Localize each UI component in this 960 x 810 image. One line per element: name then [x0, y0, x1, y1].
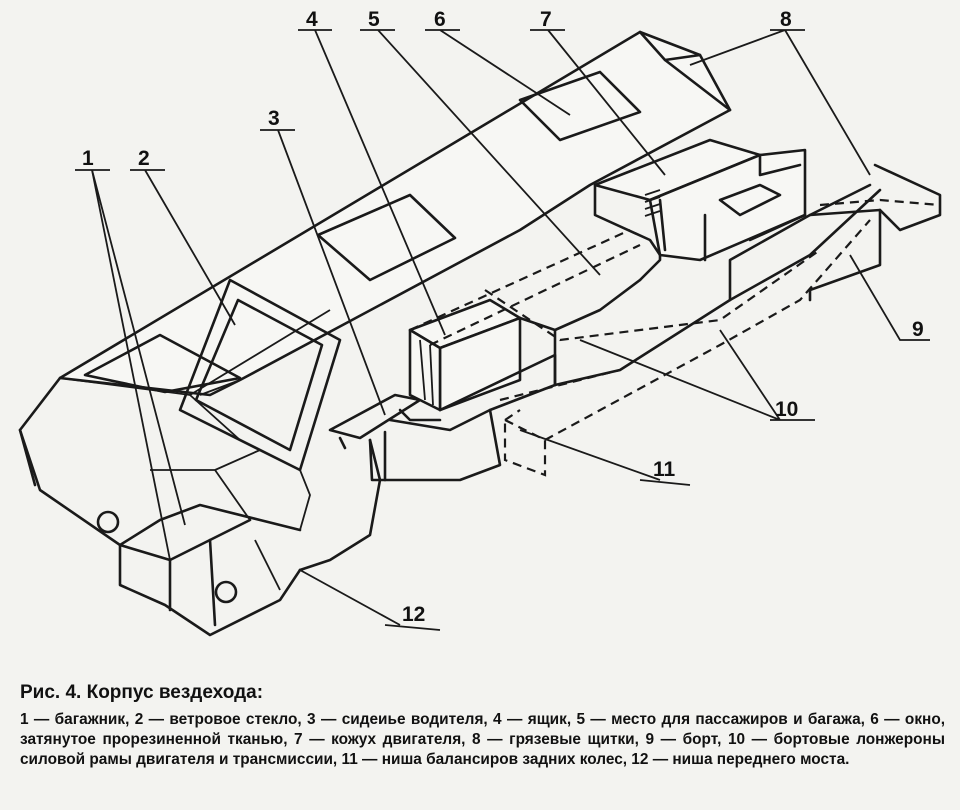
driver-seat: [328, 393, 422, 482]
rear-balancer-niche: [503, 409, 547, 477]
windshield: [178, 278, 342, 472]
callout-2: 2: [138, 147, 150, 170]
callout-9: 9: [912, 318, 924, 341]
hull-outline: [18, 30, 732, 637]
callout-labels: 1 2 3 4 5 6 7 8 9 10 11 12: [82, 8, 924, 626]
figure-caption: Рис. 4. Корпус вездехода: 1 — багажник, …: [20, 682, 945, 770]
side-board: [728, 163, 942, 302]
callout-12: 12: [402, 603, 425, 626]
leader-lines: [75, 29, 930, 631]
storage-box: [398, 298, 522, 422]
callout-6: 6: [434, 8, 446, 31]
caption-legend: 1 — багажник, 2 — ветровое стекло, 3 — с…: [20, 711, 945, 768]
callout-4: 4: [306, 8, 318, 31]
callout-3: 3: [268, 107, 280, 130]
vehicle-body-diagram: 1 2 3 4 5 6 7 8 9 10 11 12: [18, 8, 942, 637]
callout-1: 1: [82, 147, 94, 170]
callout-5: 5: [368, 8, 380, 31]
engine-cover: [593, 138, 807, 262]
caption-title: Рис. 4. Корпус вездехода:: [20, 682, 264, 703]
callout-8: 8: [780, 8, 792, 31]
roof-windows: [83, 70, 642, 394]
callout-7: 7: [540, 8, 552, 31]
callout-10: 10: [775, 398, 798, 421]
callout-11: 11: [653, 458, 676, 481]
